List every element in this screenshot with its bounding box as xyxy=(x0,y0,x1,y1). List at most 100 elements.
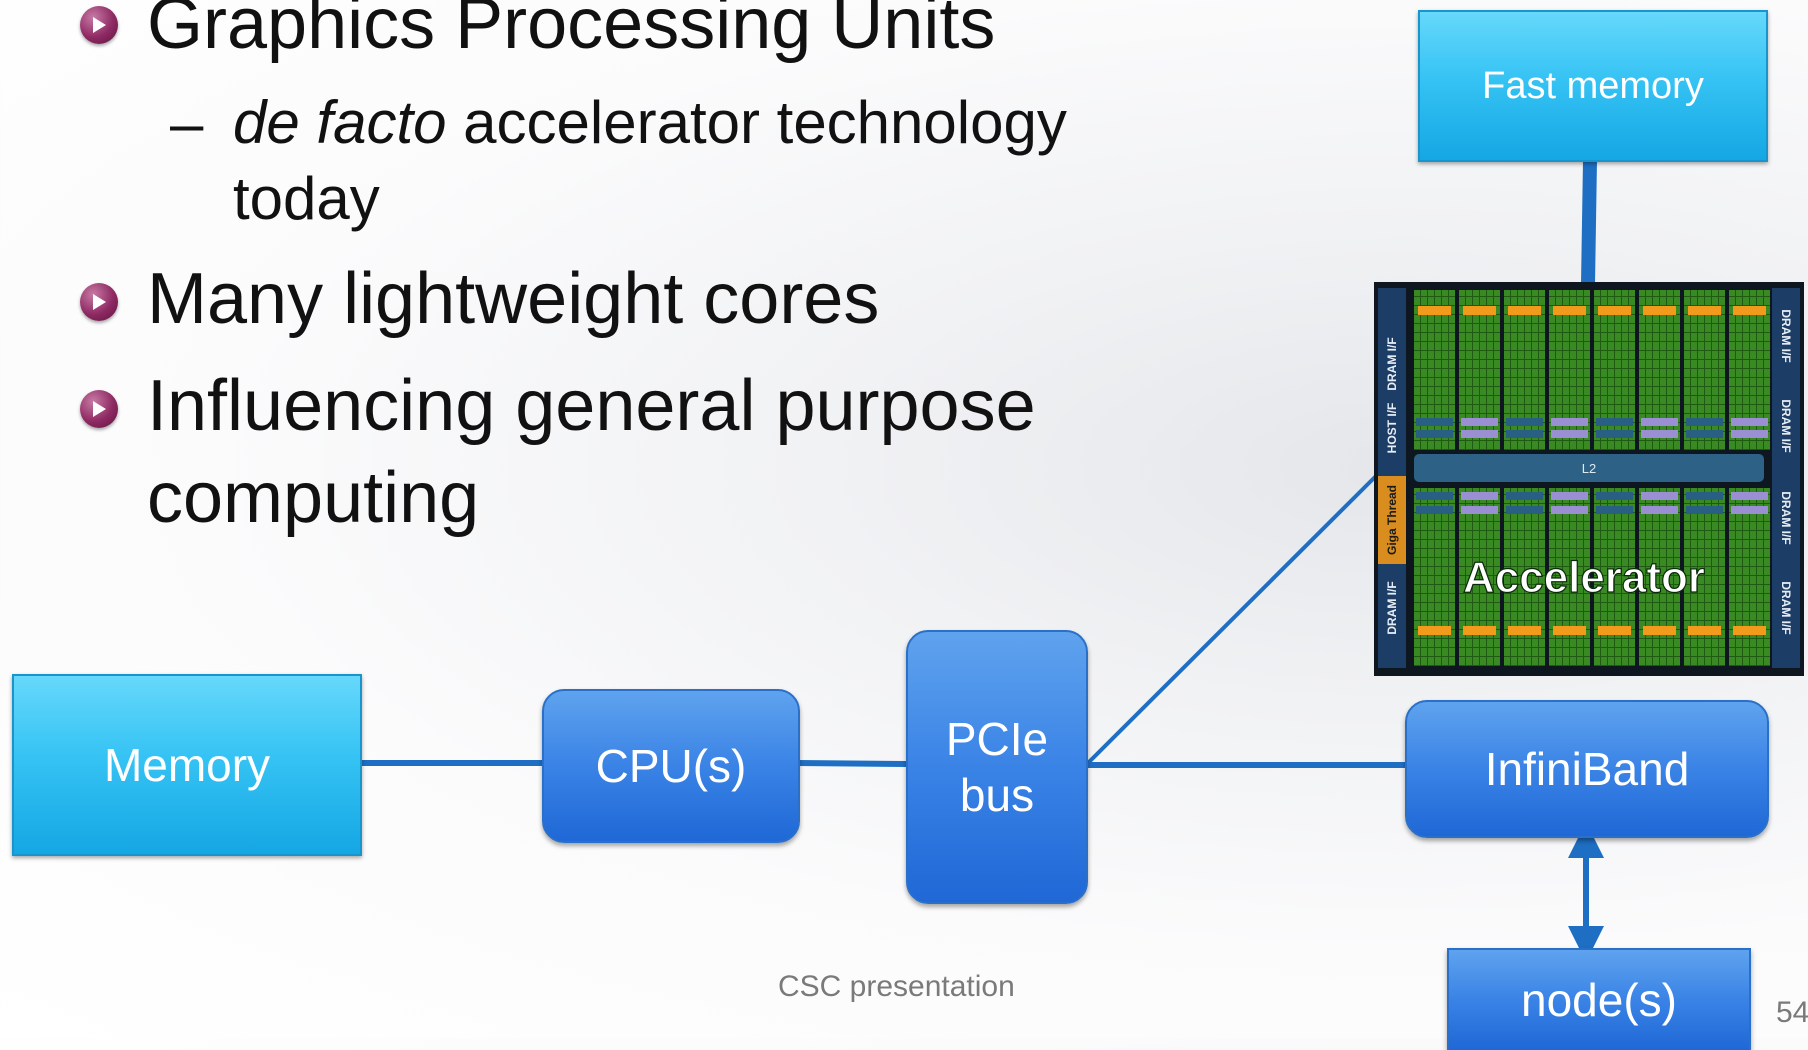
sm-grid-line xyxy=(1711,290,1712,450)
sm-grid-line xyxy=(1562,290,1563,450)
sm-blue-band xyxy=(1686,506,1723,514)
sm-grid-line xyxy=(1690,488,1691,666)
sm-blue-band xyxy=(1551,418,1588,426)
pcie-bus-box: PCIe bus xyxy=(906,630,1088,904)
sm-grid-line xyxy=(1420,488,1421,666)
slide-number: 54 xyxy=(1776,996,1808,1029)
cpu-label: CPU(s) xyxy=(595,740,747,792)
sub-bullet-line1: de facto accelerator technology xyxy=(233,86,1067,160)
bullet-icon xyxy=(80,6,118,44)
accelerator-chip: L2 DRAM I/F HOST I/F Giga Thread DRAM I/… xyxy=(1374,282,1804,676)
sm-grid-line xyxy=(1524,488,1525,666)
sm-grid-line xyxy=(1420,290,1421,450)
sm-blue-band xyxy=(1731,430,1768,438)
sm-grid-line xyxy=(1524,290,1525,450)
sm-grid-line xyxy=(1562,488,1563,666)
bullet-general-purpose-line2: computing xyxy=(147,458,480,538)
sm-blue-band xyxy=(1461,418,1498,426)
sm-orange-band xyxy=(1418,306,1451,315)
chip-right-label-4: DRAM I/F xyxy=(1779,581,1793,634)
sm-grid-line xyxy=(1441,488,1442,666)
sm-grid-line xyxy=(1583,488,1584,666)
chip-left-label-1: DRAM I/F xyxy=(1385,337,1399,390)
sm-blue-band xyxy=(1686,492,1723,500)
sm-grid-line xyxy=(1763,488,1764,666)
sm-grid-line xyxy=(1538,290,1539,450)
sm-blue-band xyxy=(1506,430,1543,438)
sm-grid-line xyxy=(1756,488,1757,666)
sm-grid-line xyxy=(1711,488,1712,666)
line-cpu-pcie xyxy=(797,760,907,767)
sm-grid-line xyxy=(1742,488,1743,666)
sm-grid-line xyxy=(1735,488,1736,666)
sm-grid-line xyxy=(1434,488,1435,666)
sm-orange-band xyxy=(1598,626,1631,635)
bullet-cores: Many lightweight cores xyxy=(147,259,880,339)
sm-grid-line xyxy=(1583,290,1584,450)
sm-grid-line xyxy=(1718,488,1719,666)
sm-grid-line xyxy=(1576,488,1577,666)
sm-grid-line xyxy=(1749,488,1750,666)
chip-left-label-2: HOST I/F xyxy=(1385,403,1399,454)
sm-grid-line xyxy=(1510,488,1511,666)
bullet-icon xyxy=(80,390,118,428)
fast-memory-label: Fast memory xyxy=(1482,64,1704,107)
sm-orange-band xyxy=(1733,626,1766,635)
bullet-general-purpose: Influencing general purpose computing xyxy=(147,360,1036,544)
sm-grid-line xyxy=(1531,488,1532,666)
sm-grid-line xyxy=(1448,488,1449,666)
sm-blue-band xyxy=(1551,430,1588,438)
sm-grid-line xyxy=(1690,290,1691,450)
memory-label: Memory xyxy=(103,739,271,791)
sm-orange-band xyxy=(1598,306,1631,315)
sm-grid-line xyxy=(1697,290,1698,450)
infiniband-box: InfiniBand xyxy=(1405,700,1769,838)
sm-orange-band xyxy=(1688,626,1721,635)
sm-blue-band xyxy=(1551,506,1588,514)
bullet-gpu: Graphics Processing Units xyxy=(147,0,996,64)
sm-blue-band xyxy=(1641,492,1678,500)
sm-grid-line xyxy=(1645,290,1646,450)
sm-grid-line xyxy=(1427,488,1428,666)
sm-blue-band xyxy=(1551,492,1588,500)
sm-grid-line xyxy=(1645,488,1646,666)
cpu-box: CPU(s) xyxy=(542,689,800,843)
pcie-label: PCIe xyxy=(945,713,1049,765)
sm-grid-line xyxy=(1441,290,1442,450)
sm-grid-line xyxy=(1763,290,1764,450)
sm-grid-line xyxy=(1614,290,1615,450)
sm-grid-line xyxy=(1621,488,1622,666)
sm-grid-line xyxy=(1652,290,1653,450)
chip-right-label-1: DRAM I/F xyxy=(1779,309,1793,362)
sm-grid-line xyxy=(1479,290,1480,450)
sm-grid-line xyxy=(1673,290,1674,450)
fast-memory-box: Fast memory xyxy=(1418,10,1768,162)
sm-grid-line xyxy=(1427,290,1428,450)
sm-grid-line xyxy=(1569,488,1570,666)
accelerator-label: Accelerator xyxy=(1463,553,1705,602)
sm-grid-line xyxy=(1517,488,1518,666)
sm-blue-band xyxy=(1596,506,1633,514)
sm-orange-band xyxy=(1553,306,1586,315)
bullet-icon xyxy=(80,283,118,321)
sm-grid-line xyxy=(1510,290,1511,450)
sm-grid-line xyxy=(1465,290,1466,450)
sm-orange-band xyxy=(1688,306,1721,315)
sm-blue-band xyxy=(1596,492,1633,500)
sub-bullet-rest: accelerator technology xyxy=(446,89,1067,156)
sm-grid-line xyxy=(1659,290,1660,450)
sm-grid-line xyxy=(1607,290,1608,450)
sm-grid-line xyxy=(1493,290,1494,450)
sm-grid-line xyxy=(1666,488,1667,666)
memory-box: Memory xyxy=(12,674,362,856)
line-pcie-accelerator xyxy=(1084,474,1378,767)
sm-grid-line xyxy=(1555,290,1556,450)
sm-grid-line xyxy=(1538,488,1539,666)
sm-blue-band xyxy=(1641,418,1678,426)
sm-grid-line xyxy=(1628,290,1629,450)
sm-grid-line xyxy=(1621,290,1622,450)
bullet-general-purpose-line1: Influencing general purpose xyxy=(147,366,1036,446)
sm-blue-band xyxy=(1506,506,1543,514)
